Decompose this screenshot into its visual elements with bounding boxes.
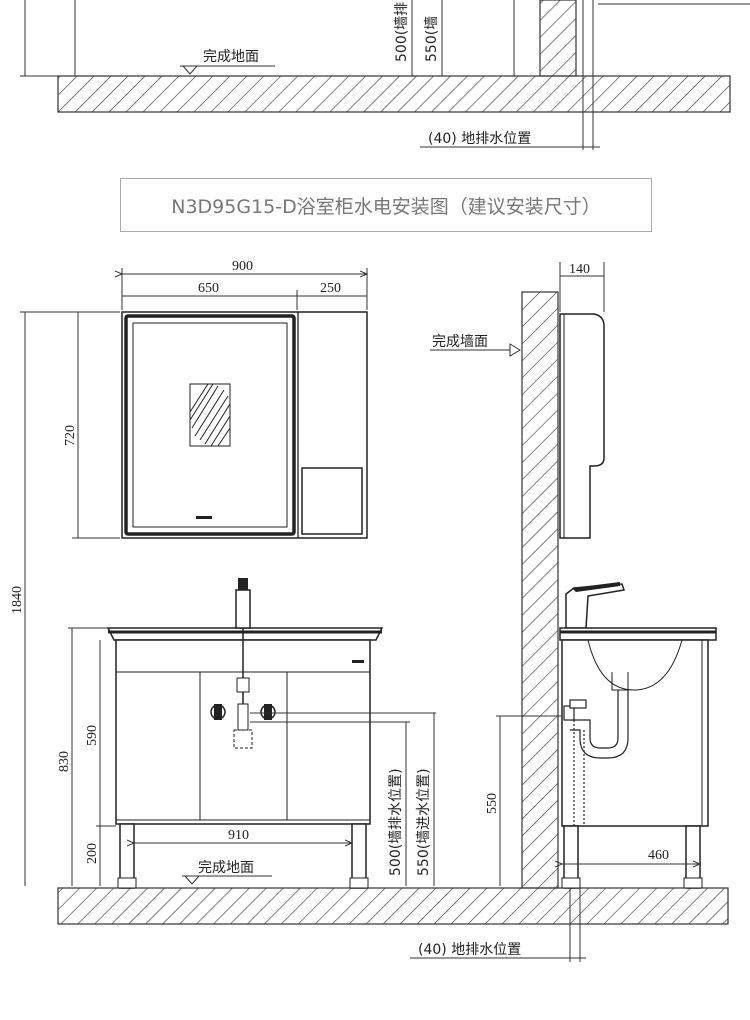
dim-910: 910 xyxy=(228,828,249,843)
top-floor-marker xyxy=(181,65,199,75)
dim-550-inlet: 550(墙进水位置) xyxy=(416,768,432,876)
top-dim-500: 500(墙排 xyxy=(394,2,410,62)
front-floor-slab xyxy=(57,887,729,925)
top-section: 完成地面 (40) 地排水位置 500(墙排 550(墙 xyxy=(20,0,750,150)
side-wall xyxy=(521,291,559,889)
side-basin-bowl xyxy=(587,639,683,691)
mirror-side-profile xyxy=(559,313,605,539)
front-view: 900 650 250 720 1840 xyxy=(10,259,729,925)
front-floor-label: 完成地面 xyxy=(198,860,254,876)
mirror-cabinet xyxy=(121,311,368,539)
dim-900: 900 xyxy=(232,259,253,274)
wall-label: 完成墙面 xyxy=(432,334,488,350)
side-cabinet xyxy=(561,639,709,827)
dim-720: 720 xyxy=(63,425,78,446)
dim-500-drain: 500(墙排水位置) xyxy=(388,768,404,876)
dim-830: 830 xyxy=(57,751,72,772)
dim-460: 460 xyxy=(648,848,669,863)
cold-water-valve-icon xyxy=(210,704,226,720)
top-floor-label: 完成地面 xyxy=(203,49,259,65)
dim-650: 650 xyxy=(198,281,219,296)
mirror-frame xyxy=(124,314,296,536)
dim-250: 250 xyxy=(320,281,341,296)
top-floor-slab xyxy=(57,75,731,113)
diagram-title-box: N3D95G15-D浴室柜水电安装图（建议安装尺寸） xyxy=(120,178,652,232)
top-dim-550: 550(墙 xyxy=(424,16,440,62)
dim-140: 140 xyxy=(569,262,590,277)
mirror-glare-icon xyxy=(189,383,231,447)
diagram-title: N3D95G15-D浴室柜水电安装图（建议安装尺寸） xyxy=(171,195,601,218)
dim-200: 200 xyxy=(85,843,100,864)
top-drain-label: (40) 地排水位置 xyxy=(428,131,531,147)
side-pipes xyxy=(563,690,629,826)
basin-top xyxy=(106,627,384,641)
side-counter xyxy=(559,627,717,641)
side-drain-label: (40) 地排水位置 xyxy=(418,942,521,958)
faucet xyxy=(235,589,251,629)
dim-1840: 1840 xyxy=(10,586,25,614)
top-wall xyxy=(539,0,577,77)
dim-550-side: 550 xyxy=(485,793,500,814)
side-view: 完成墙面 140 xyxy=(410,262,717,962)
hot-water-valve-icon xyxy=(260,704,276,720)
open-shelf xyxy=(301,467,363,535)
side-faucet xyxy=(565,583,625,629)
dim-590: 590 xyxy=(85,725,100,746)
wall-marker xyxy=(509,343,521,357)
drain-trap xyxy=(236,677,250,693)
front-floor-marker xyxy=(183,875,201,885)
